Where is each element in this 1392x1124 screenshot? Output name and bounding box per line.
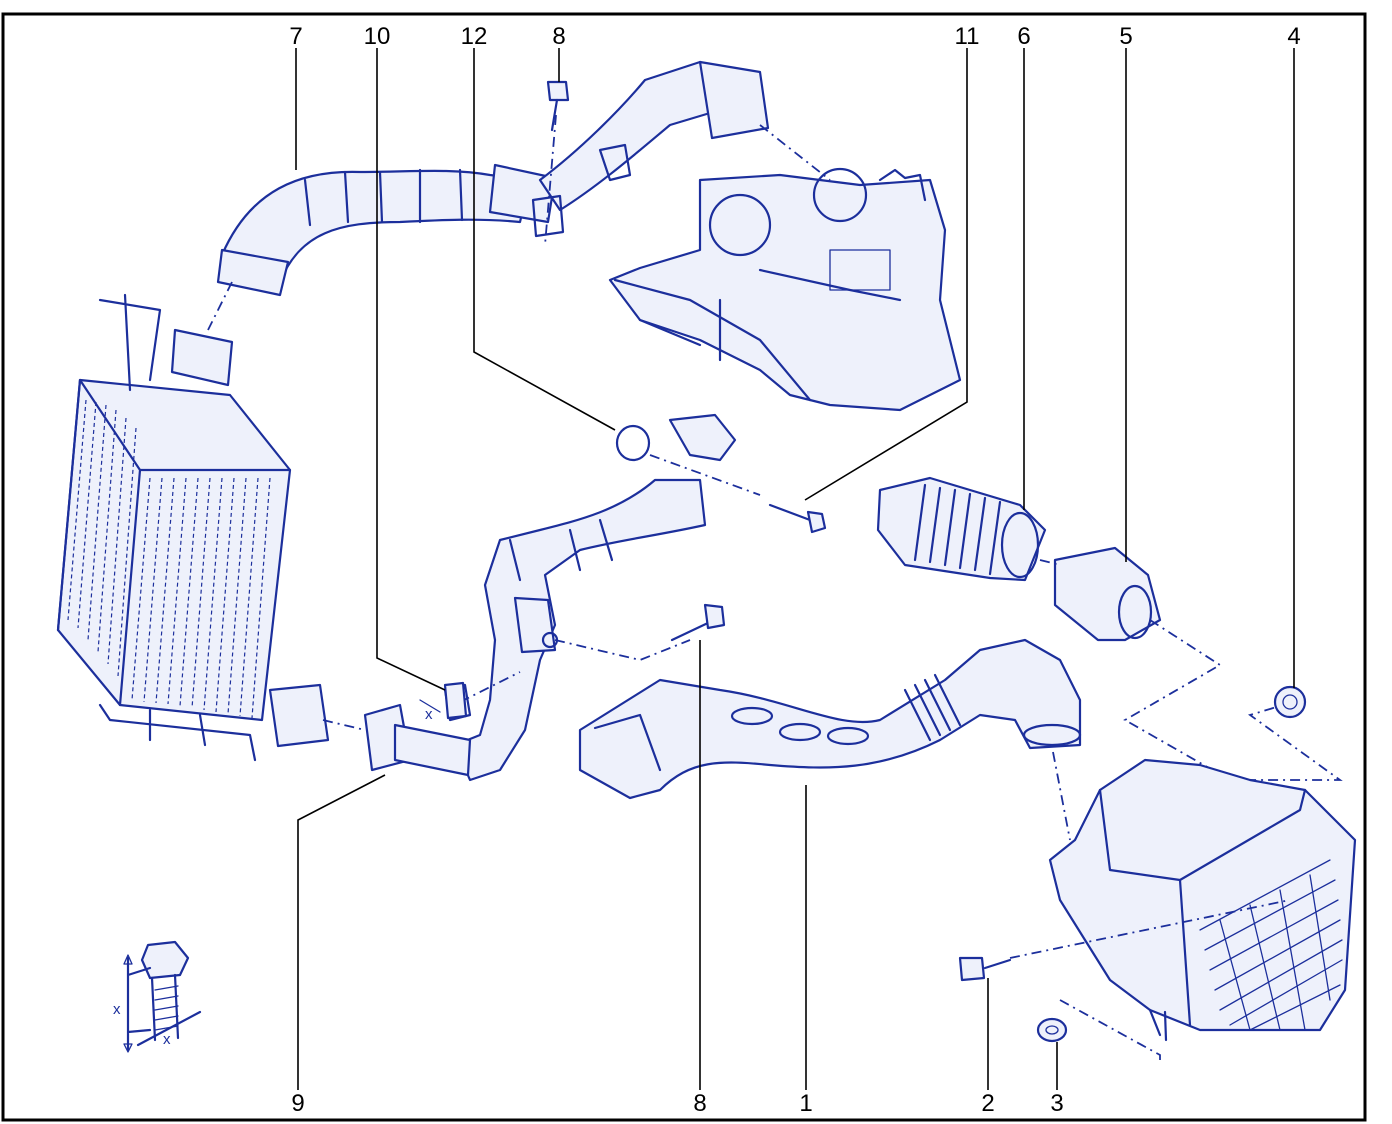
o-ring-12 <box>615 424 651 462</box>
grommet-3 <box>1036 1017 1068 1043</box>
diagram-frame <box>1 12 1367 1122</box>
intercooler <box>56 293 330 762</box>
air-duct-6 <box>876 476 1047 582</box>
callout-12: 12 <box>461 23 488 50</box>
air-intake-hose-1 <box>578 638 1082 800</box>
callout-3: 3 <box>1050 1090 1063 1117</box>
leader-lines <box>295 48 1295 1090</box>
dimension-x-vertical: x <box>113 1001 121 1018</box>
clip-dimension-mark: x <box>425 706 433 723</box>
callout-4: 4 <box>1287 23 1300 50</box>
callout-5: 5 <box>1119 23 1132 50</box>
callout-6: 6 <box>1017 23 1030 50</box>
bolt-dimension-detail: x x <box>113 940 202 1053</box>
screw-11 <box>768 503 827 534</box>
callout-9: 9 <box>291 1090 304 1117</box>
turbocharger-manifold <box>608 167 962 412</box>
callout-10: 10 <box>364 23 391 50</box>
filter-grille <box>1199 859 1343 1031</box>
callout-2: 2 <box>981 1090 994 1117</box>
screw-2 <box>958 956 1012 982</box>
callout-7: 7 <box>289 23 302 50</box>
hose-7-upper-charge-pipe <box>216 60 770 297</box>
air-filter-housing <box>1048 758 1357 1042</box>
callout-8-bottom: 8 <box>693 1090 706 1117</box>
clip-10: x <box>419 681 468 723</box>
screw-8-bottom <box>670 603 726 642</box>
callout-8-top: 8 <box>552 23 565 50</box>
callout-11: 11 <box>955 23 980 50</box>
callout-numbers: 7 10 12 8 11 6 5 4 9 8 1 2 3 <box>289 23 1300 1117</box>
grommet-4 <box>1273 685 1307 719</box>
dimension-x-horizontal: x <box>163 1031 171 1048</box>
screw-8-top <box>546 80 570 132</box>
callout-1: 1 <box>799 1090 812 1117</box>
airflow-sensor-5 <box>1053 546 1162 642</box>
charge-pipe-center <box>363 413 737 782</box>
